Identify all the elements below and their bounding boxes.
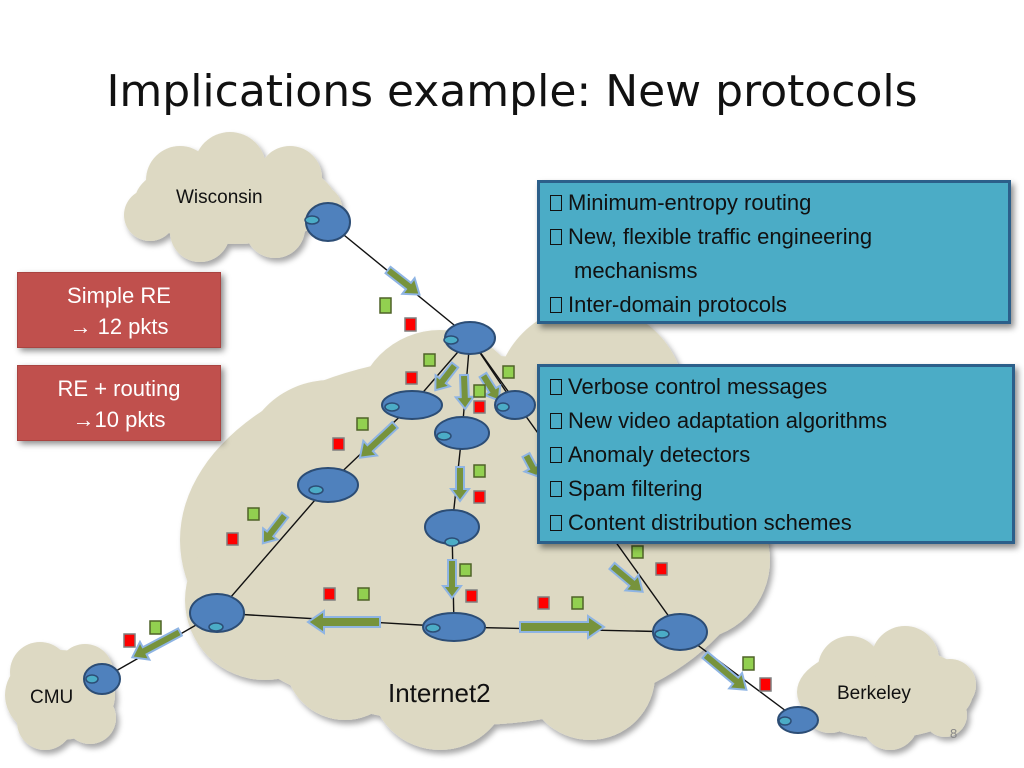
applications-box: Verbose control messages New video adapt… [537,364,1015,544]
packet-green [631,545,644,559]
protocols-item: New, flexible traffic engineering [550,220,1008,254]
packet-green [149,620,162,635]
packet-red [465,589,478,603]
packet-red [759,677,772,692]
router-left-1 [381,390,443,420]
applications-item: Anomaly detectors [550,438,1012,472]
packet-red [405,371,418,385]
arrow-hub-right [478,371,502,402]
bullet-icon [550,297,562,313]
berkeley-cloud [797,626,976,750]
packet-red [123,633,136,648]
simple-re-packets: → 12 pkts [69,314,169,339]
router-berkeley [777,706,819,734]
bullet-icon [550,195,562,211]
slide-number: 8 [950,726,958,741]
packet-green [247,507,260,521]
router-bottom-left [189,593,245,633]
router-right-1 [494,390,536,420]
arrow-bottom-left [306,609,381,635]
router-bottom-right [652,613,708,651]
packet-red [473,400,486,414]
arrow-wisconsin-down [384,265,421,296]
router-cmu [83,663,121,695]
wisconsin-label: Wisconsin [176,187,263,208]
simple-re-label: Simple RE [67,283,171,308]
packet-green [742,656,755,671]
bullet-icon [550,447,562,463]
packet-red [537,596,550,610]
re-routing-label: RE + routing [57,376,181,401]
applications-item: Spam filtering [550,472,1012,506]
packet-red [323,587,336,601]
router-hub [443,321,496,355]
applications-item: Verbose control messages [550,370,1012,404]
packet-green [379,297,392,314]
packet-green [502,365,515,379]
protocols-box: Minimum-entropy routing New, flexible tr… [537,180,1011,324]
re-routing-box: RE + routing →10 pkts [17,365,221,441]
slide-title: Implications example: New protocols [106,66,918,117]
packet-green [356,417,369,431]
wisconsin-cloud [124,132,342,262]
arrow-to-cmu [130,627,184,661]
arrow-to-berkeley [701,650,748,691]
packet-green [423,353,436,367]
router-middle-1 [434,416,490,450]
simple-re-box: Simple RE → 12 pkts [17,272,221,348]
arrow-middle-down-2 [441,559,463,600]
router-wisconsin [304,202,351,242]
packets [123,297,772,692]
internet2-label: Internet2 [388,678,491,708]
packet-red [473,490,486,504]
routers [83,202,819,734]
packet-green [357,587,370,601]
applications-item: Content distribution schemes [550,506,1012,540]
arrow-left-chain-2 [261,511,290,545]
arrow-bottom-right [519,614,606,640]
protocols-item: Minimum-entropy routing [550,186,1008,220]
packet-green [571,596,584,610]
packet-red [332,437,345,451]
router-bottom-middle [422,612,486,642]
packet-green [473,384,486,398]
bullet-icon [550,379,562,395]
protocols-item: Inter-domain protocols [550,288,1008,322]
arrow-hub-left [434,361,460,392]
router-left-2 [297,467,359,503]
protocols-item-continuation: mechanisms [574,258,698,283]
packet-red [226,532,239,546]
arrow-left-chain-1 [358,420,400,459]
re-routing-packets: →10 pkts [72,407,166,432]
bullet-icon [550,413,562,429]
arrow-right-chain-1 [521,451,543,478]
berkeley-label: Berkeley [837,683,911,704]
router-middle-2 [424,509,480,547]
applications-item: New video adaptation algorithms [550,404,1012,438]
bullet-icon [550,229,562,245]
packet-flow-arrows [130,265,748,691]
bullet-icon [550,515,562,531]
packet-red [404,317,417,332]
packet-red [655,562,668,576]
packet-green [473,464,486,478]
packet-green [459,563,472,577]
arrow-hub-down [453,373,476,411]
arrow-middle-down-1 [449,466,471,503]
bullet-icon [550,481,562,497]
arrow-right-chain-2 [608,561,644,593]
cmu-label: CMU [30,687,74,708]
